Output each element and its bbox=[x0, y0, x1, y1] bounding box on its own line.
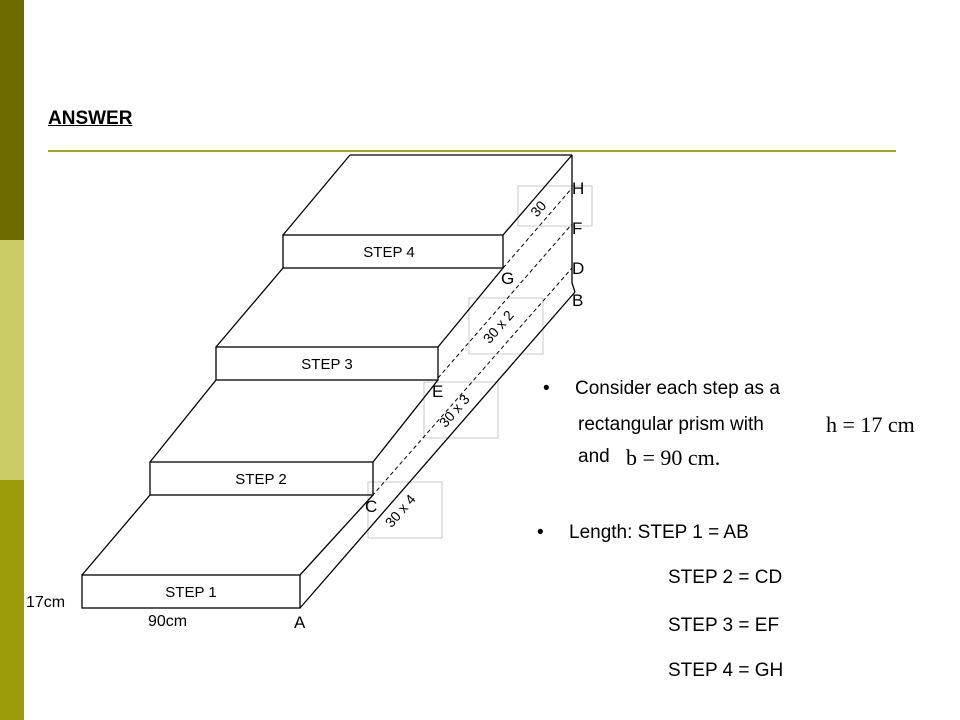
step-1-prism bbox=[81, 291, 576, 609]
point-label-a: A bbox=[294, 613, 306, 632]
sidebar-decoration bbox=[0, 0, 24, 720]
consider-line-1: Consider each step as a bbox=[575, 378, 780, 399]
step-3-prism bbox=[215, 267, 504, 381]
step-2-front-face bbox=[149, 461, 374, 496]
step-1-bottom-right-edge bbox=[299, 291, 576, 609]
rise-guide-boxes bbox=[367, 185, 593, 539]
point-label-h: H bbox=[572, 179, 584, 198]
point-label-b: B bbox=[572, 291, 583, 310]
diagonal-g-h bbox=[502, 187, 573, 269]
point-label-g: G bbox=[501, 269, 514, 288]
consider-bullet: • bbox=[543, 378, 550, 399]
step-3-label: STEP 3 bbox=[301, 356, 352, 373]
step-4-prism bbox=[282, 154, 576, 293]
and-word: and bbox=[578, 446, 610, 467]
consider-line-2: rectangular prism with bbox=[578, 414, 764, 435]
sidebar-segment-top bbox=[0, 0, 24, 240]
step-1-top-right-edge bbox=[299, 494, 374, 576]
length-heading-step-1: Length: STEP 1 = AB bbox=[569, 522, 749, 543]
step-4-top-left-edge bbox=[282, 154, 351, 236]
step-4-label: STEP 4 bbox=[363, 244, 414, 261]
point-label-e: E bbox=[432, 382, 443, 401]
page-title: ANSWER bbox=[48, 108, 133, 129]
rise-label-4: 30 x 4 bbox=[382, 491, 419, 530]
base-dimension-label: 90cm bbox=[148, 613, 187, 630]
point-label-f: F bbox=[572, 219, 582, 238]
step-2-top-right-edge bbox=[372, 379, 439, 463]
step-3-front-face bbox=[215, 346, 439, 381]
rise-label-2: 30 x 2 bbox=[480, 307, 517, 346]
sidebar-segment-bottom bbox=[0, 480, 24, 720]
step-1-front-face bbox=[81, 574, 301, 609]
step-3-top-right-edge bbox=[437, 267, 504, 348]
rise-label-1: 30 bbox=[527, 197, 549, 219]
rise-guide-box-3 bbox=[423, 381, 499, 439]
step-1-top-left-edge bbox=[81, 494, 151, 576]
step-4-front-face bbox=[282, 234, 504, 269]
diagonal-c-d bbox=[371, 267, 573, 497]
diagonal-e-f bbox=[437, 223, 573, 379]
step-2-label: STEP 2 bbox=[235, 471, 286, 488]
length-step-4: STEP 4 = GH bbox=[668, 660, 784, 681]
length-step-2: STEP 2 = CD bbox=[668, 567, 783, 588]
point-label-c: C bbox=[365, 497, 377, 516]
step-4-top-right-edge bbox=[502, 154, 573, 236]
point-label-d: D bbox=[572, 259, 584, 278]
step-2-prism bbox=[149, 379, 439, 496]
step-3-top-left-edge bbox=[215, 267, 284, 348]
length-step-3: STEP 3 = EF bbox=[668, 615, 780, 636]
rise-guide-box-1 bbox=[517, 185, 593, 227]
height-dimension-label: 17cm bbox=[26, 594, 65, 611]
rise-guide-box-4 bbox=[367, 481, 443, 539]
length-bullet: • bbox=[537, 522, 544, 543]
step-1-label: STEP 1 bbox=[165, 584, 216, 601]
title-divider bbox=[48, 150, 896, 152]
height-expression: h = 17 cm bbox=[826, 412, 915, 437]
rise-guide-box-2 bbox=[468, 297, 544, 355]
dashed-diagonals bbox=[371, 187, 573, 497]
base-expression: b = 90 cm. bbox=[626, 445, 721, 470]
back-right-base-edge bbox=[571, 282, 576, 293]
sidebar-segment-middle bbox=[0, 240, 24, 480]
step-2-top-left-edge bbox=[149, 379, 217, 463]
